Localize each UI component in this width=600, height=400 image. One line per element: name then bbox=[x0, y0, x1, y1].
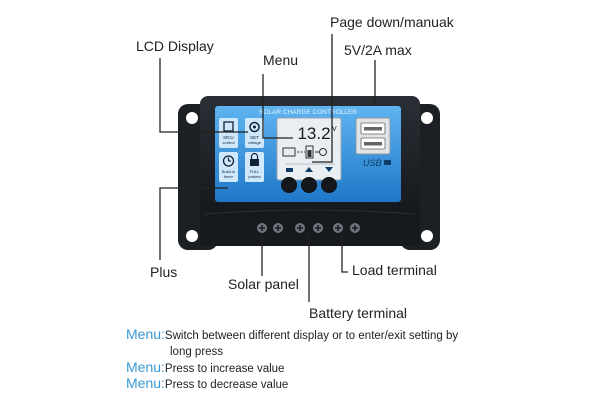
svg-text:timer: timer bbox=[224, 174, 234, 179]
callout-lines bbox=[159, 34, 376, 302]
note-1-text2: long press bbox=[170, 346, 224, 358]
label-menu: Menu bbox=[263, 52, 299, 68]
panel-title: SOLAR CHARGE CONTROLLER bbox=[259, 109, 357, 116]
note-3: Menu:Press to decrease value bbox=[126, 375, 288, 393]
label-lcd-display: LCD Display bbox=[136, 38, 214, 54]
note-2-key: Menu: bbox=[126, 359, 165, 375]
note-2-text: Press to increase value bbox=[164, 363, 285, 375]
label-load-terminal: Load terminal bbox=[352, 262, 437, 278]
lcd-value: 13.2 bbox=[297, 124, 330, 143]
svg-text:voltage: voltage bbox=[248, 140, 262, 145]
svg-text:FULL: FULL bbox=[250, 169, 261, 174]
svg-text:protect: protect bbox=[248, 174, 261, 179]
label-plus: Plus bbox=[150, 264, 178, 280]
note-3-key: Menu: bbox=[126, 375, 165, 391]
svg-text:Build-in: Build-in bbox=[222, 169, 235, 174]
control-buttons bbox=[281, 167, 337, 193]
svg-text:SET: SET bbox=[250, 135, 259, 140]
label-solar-panel: Solar panel bbox=[228, 276, 299, 292]
label-battery-terminal: Battery terminal bbox=[309, 305, 408, 321]
usb-ports: USB bbox=[355, 117, 391, 168]
note-1-cont: long press bbox=[170, 342, 223, 360]
label-page-down: Page down/manuak bbox=[330, 14, 454, 30]
note-1: Menu:Switch between different display or… bbox=[126, 326, 458, 344]
svg-text:control: control bbox=[222, 140, 234, 145]
note-2: Menu:Press to increase value bbox=[126, 359, 284, 377]
lcd-screen: 13.2 V bbox=[276, 117, 342, 181]
svg-text:MCU: MCU bbox=[223, 135, 233, 140]
terminal-strip bbox=[200, 202, 420, 246]
function-icons: MCU control SET voltage Build-in timer F… bbox=[219, 118, 264, 182]
note-1-key: Menu: bbox=[126, 326, 165, 342]
lcd-unit: V bbox=[332, 126, 337, 133]
usb-label: USB bbox=[363, 158, 382, 168]
note-3-text: Press to decrease value bbox=[164, 379, 289, 391]
note-1-text: Switch between different display or to e… bbox=[164, 330, 459, 342]
label-usb-max: 5V/2A max bbox=[344, 42, 412, 58]
